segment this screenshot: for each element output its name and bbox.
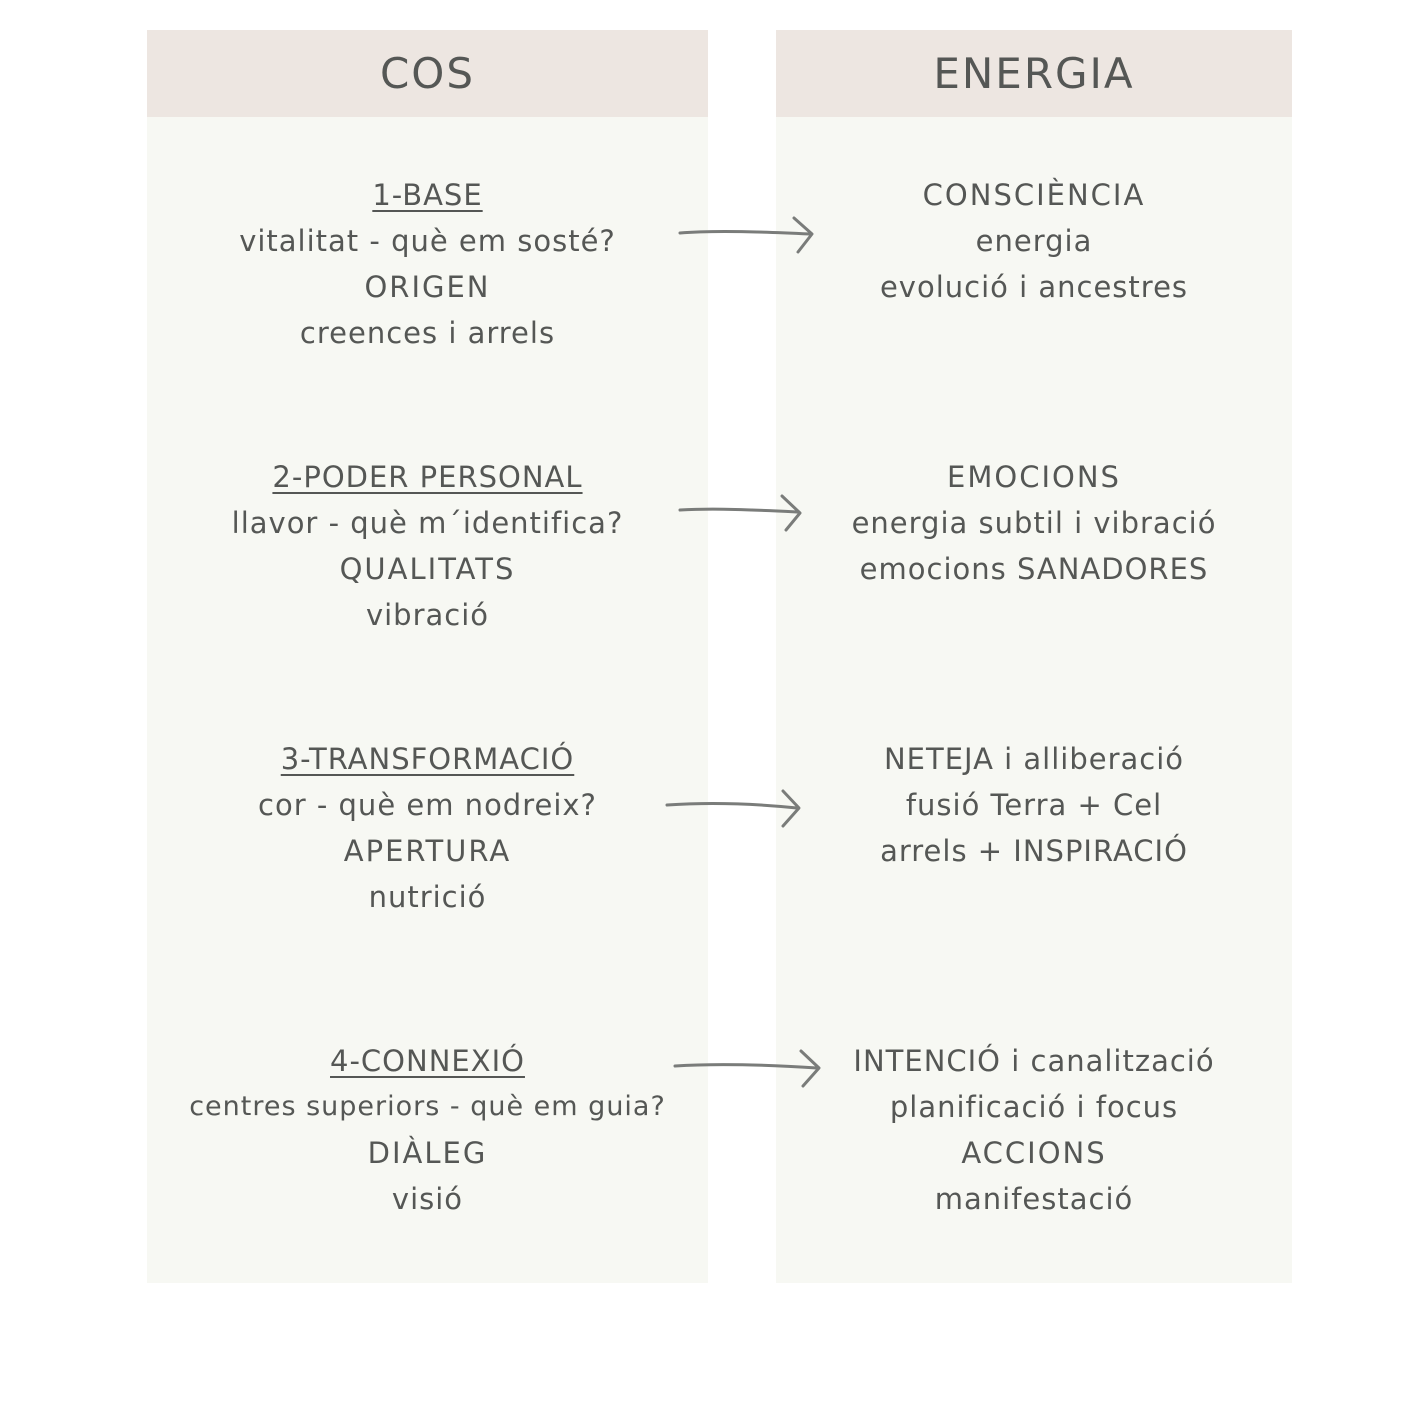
cos-block-line: centres superiors - què em guia? — [189, 1091, 666, 1122]
cos-block-2: 2-PODER PERSONAL llavor - què m´identifi… — [147, 454, 708, 638]
cos-header: COS — [147, 30, 708, 117]
energia-block-1: CONSCIÈNCIA energia evolució i ancestres — [776, 172, 1292, 310]
arrow-right-icon — [665, 789, 801, 828]
energia-column: ENERGIA CONSCIÈNCIA energia evolució i a… — [776, 30, 1292, 1283]
energia-block-line: arrels + INSPIRACIÓ — [880, 834, 1188, 868]
cos-block-line: creences i arrels — [299, 316, 556, 350]
energia-block-line: NETEJA i alliberació — [883, 742, 1185, 776]
cos-block-line: llavor - què m´identifica? — [231, 506, 624, 540]
energia-block-line: emocions SANADORES — [859, 552, 1209, 586]
energia-block-line: ACCIONS — [961, 1136, 1107, 1170]
cos-block-line: vitalitat - què em sosté? — [239, 224, 616, 258]
cos-block-line: visió — [391, 1182, 464, 1216]
energia-block-line: evolució i ancestres — [879, 270, 1189, 304]
cos-block-3: 3-TRANSFORMACIÓ cor - què em nodreix? AP… — [147, 736, 708, 920]
arrow-right-icon — [673, 1049, 821, 1088]
energia-block-line: EMOCIONS — [947, 460, 1121, 494]
cos-block-line: vibració — [365, 598, 490, 632]
cos-block-4: 4-CONNEXIÓ centres superiors - què em gu… — [147, 1038, 708, 1222]
energia-block-3: NETEJA i alliberació fusió Terra + Cel a… — [776, 736, 1292, 874]
arrow-right-icon — [678, 216, 814, 254]
cos-block-line: APERTURA — [343, 834, 512, 868]
cos-block-title: 1-BASE — [372, 178, 483, 212]
energia-block-line: fusió Terra + Cel — [905, 788, 1163, 822]
energia-block-line: planificació i focus — [889, 1090, 1179, 1124]
cos-block-title: 2-PODER PERSONAL — [272, 460, 583, 494]
cos-block-title: 4-CONNEXIÓ — [330, 1044, 525, 1078]
cos-block-line: ORIGEN — [364, 270, 491, 304]
energia-block-4: INTENCIÓ i canalització planificació i f… — [776, 1038, 1292, 1222]
energia-header: ENERGIA — [776, 30, 1292, 117]
energia-block-2: EMOCIONS energia subtil i vibració emoci… — [776, 454, 1292, 592]
energia-block-line: energia subtil i vibració — [851, 506, 1217, 540]
energia-block-line: manifestació — [934, 1182, 1134, 1216]
cos-block-line: nutrició — [368, 880, 487, 914]
energia-block-line: INTENCIÓ i canalització — [853, 1044, 1215, 1078]
cos-block-line: cor - què em nodreix? — [258, 788, 597, 822]
cos-column: COS 1-BASE vitalitat - què em sosté? ORI… — [147, 30, 708, 1283]
energia-block-line: energia — [975, 224, 1093, 258]
arrow-right-icon — [678, 494, 802, 532]
cos-block-line: QUALITATS — [339, 552, 516, 586]
energia-block-line: CONSCIÈNCIA — [922, 178, 1146, 212]
cos-block-title: 3-TRANSFORMACIÓ — [280, 742, 575, 776]
cos-block-line: DIÀLEG — [367, 1136, 488, 1170]
cos-block-1: 1-BASE vitalitat - què em sosté? ORIGEN … — [147, 172, 708, 356]
